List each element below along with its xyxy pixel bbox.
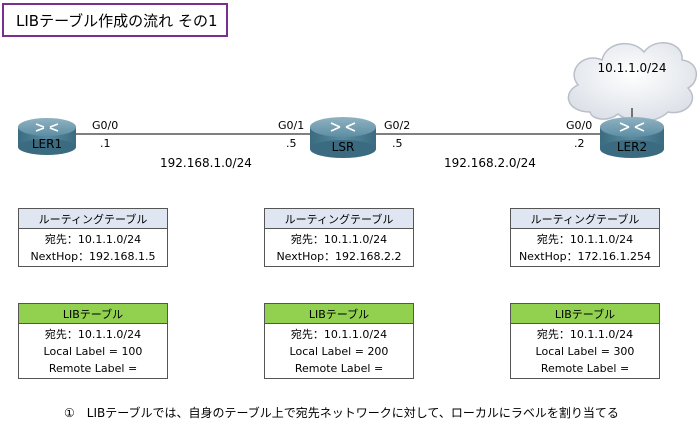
routing-table-dest: 宛先：10.1.1.0/24 (290, 233, 388, 246)
network-label-2: 192.168.2.0/24 (444, 156, 536, 170)
ler1-host-label: .1 (100, 137, 111, 150)
lsr-right-interface-label: G0/2 (384, 119, 411, 132)
lib-table-ler1: LIBテーブル 宛先：10.1.1.0/24 Local Label = 100… (18, 303, 168, 379)
routing-table-nexthop: NextHop：192.168.2.2 (276, 250, 402, 263)
router-icon-lsr[interactable] (310, 117, 376, 158)
diagram-title: LIBテーブル作成の流れ その1 (2, 3, 228, 37)
routing-table-header: ルーティングテーブル (511, 209, 659, 229)
lib-table-dest: 宛先：10.1.1.0/24 (536, 328, 634, 341)
lsr-left-interface-label: G0/1 (278, 119, 305, 132)
ler2-host-label: .2 (574, 137, 585, 150)
network-label-1: 192.168.1.0/24 (160, 156, 252, 170)
routing-table-header: ルーティングテーブル (19, 209, 167, 229)
lib-table-remote-label: Remote Label = (48, 362, 138, 375)
lib-table-header: LIBテーブル (265, 304, 413, 324)
router-label-ler2: LER2 (617, 140, 647, 154)
routing-table-lsr: ルーティングテーブル 宛先：10.1.1.0/24 NextHop：192.16… (264, 208, 414, 267)
routing-table-dest: 宛先：10.1.1.0/24 (44, 233, 142, 246)
ler1-interface-label: G0/0 (92, 119, 119, 132)
router-label-ler1: LER1 (32, 137, 62, 151)
routing-table-nexthop: NextHop：192.168.1.5 (30, 250, 156, 263)
lsr-right-host-label: .5 (392, 137, 403, 150)
lsr-left-host-label: .5 (286, 137, 297, 150)
lib-table-remote-label: Remote Label = (294, 362, 384, 375)
router-icon-ler2[interactable] (600, 117, 664, 158)
router-icon-ler1[interactable] (18, 118, 76, 155)
routing-table-dest: 宛先：10.1.1.0/24 (536, 233, 634, 246)
cloud-label: 10.1.1.0/24 (598, 61, 667, 75)
lib-table-ler2: LIBテーブル 宛先：10.1.1.0/24 Local Label = 300… (510, 303, 660, 379)
lib-table-remote-label: Remote Label = (540, 362, 630, 375)
lib-table-header: LIBテーブル (19, 304, 167, 324)
diagram-title-text: LIBテーブル作成の流れ その1 (16, 11, 218, 30)
caption-text: ① LIBテーブルでは、自身のテーブル上で宛先ネットワークに対して、ローカルにラ… (64, 406, 619, 420)
lib-table-dest: 宛先：10.1.1.0/24 (290, 328, 388, 341)
routing-table-ler2: ルーティングテーブル 宛先：10.1.1.0/24 NextHop：172.16… (510, 208, 660, 267)
lib-table-header: LIBテーブル (511, 304, 659, 324)
routing-table-ler1: ルーティングテーブル 宛先：10.1.1.0/24 NextHop：192.16… (18, 208, 168, 267)
lib-table-dest: 宛先：10.1.1.0/24 (44, 328, 142, 341)
routing-table-header: ルーティングテーブル (265, 209, 413, 229)
router-label-lsr: LSR (332, 140, 355, 154)
lib-table-local-label: Local Label = 200 (289, 345, 389, 358)
lib-table-local-label: Local Label = 300 (535, 345, 635, 358)
lib-table-lsr: LIBテーブル 宛先：10.1.1.0/24 Local Label = 200… (264, 303, 414, 379)
lib-table-local-label: Local Label = 100 (43, 345, 143, 358)
ler2-interface-label: G0/0 (566, 119, 593, 132)
routing-table-nexthop: NextHop：172.16.1.254 (518, 250, 652, 263)
